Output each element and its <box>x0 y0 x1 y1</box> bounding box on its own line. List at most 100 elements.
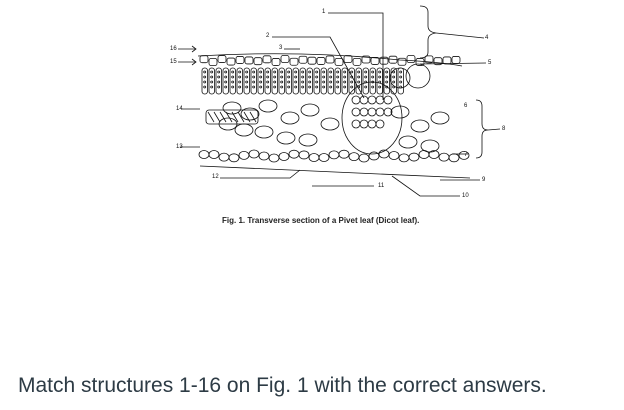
epidermis-cell <box>451 56 461 64</box>
epidermis-cell <box>415 58 425 66</box>
epidermis-cell <box>298 55 308 64</box>
palisade-cell <box>327 67 334 95</box>
lower-cuticle <box>199 165 471 179</box>
xylem-vessel <box>367 95 377 105</box>
xylem-vessel <box>367 119 377 129</box>
epidermis-cell <box>442 56 452 65</box>
palisade-cell <box>229 67 236 95</box>
chloroplast <box>259 75 263 79</box>
epidermis-cell <box>406 55 416 63</box>
chloroplast <box>238 80 242 84</box>
chloroplast <box>343 85 347 89</box>
chloroplast <box>294 85 298 89</box>
chloroplast <box>343 70 347 74</box>
lower-epidermis-cell <box>348 152 360 162</box>
chloroplast <box>273 80 277 84</box>
chloroplast <box>245 75 249 79</box>
label-number: 11 <box>378 183 385 189</box>
epidermis-cell <box>316 57 326 65</box>
lower-epidermis-cell <box>258 151 270 161</box>
palisade-cell <box>257 67 264 95</box>
palisade-cell <box>222 67 229 95</box>
spongy-cell <box>410 119 430 133</box>
hatch-line <box>249 111 257 123</box>
palisade-cell <box>236 67 243 95</box>
palisade-cell <box>278 67 285 95</box>
leader-line <box>328 12 384 100</box>
chloroplast <box>350 70 354 74</box>
label-number: 15 <box>170 59 177 65</box>
leader-line <box>391 175 460 197</box>
epidermis-cell <box>244 56 254 65</box>
chloroplast <box>371 85 375 89</box>
chloroplast <box>357 80 361 84</box>
lower-epidermis-cell <box>358 153 370 163</box>
palisade-cell <box>271 67 278 95</box>
chloroplast <box>301 75 305 79</box>
chloroplast <box>336 75 340 79</box>
chloroplast <box>231 85 235 89</box>
chloroplast <box>294 80 298 84</box>
label-number: 12 <box>212 174 219 180</box>
chloroplast <box>392 75 396 79</box>
label-number: 10 <box>462 193 469 199</box>
lower-epidermis-cell <box>408 152 420 162</box>
spongy-cell <box>298 133 318 147</box>
palisade-cell <box>264 67 271 95</box>
spongy-cell <box>280 111 300 125</box>
epidermis-cell <box>253 57 263 66</box>
chloroplast <box>364 85 368 89</box>
lower-epidermis-cell <box>218 152 230 162</box>
spongy-cell <box>398 135 418 149</box>
chloroplast <box>259 70 263 74</box>
chloroplast <box>245 80 249 84</box>
lower-epidermis-cell <box>328 150 340 160</box>
palisade-cell <box>208 67 215 95</box>
chloroplast <box>364 75 368 79</box>
chloroplast <box>238 70 242 74</box>
palisade-cell <box>306 67 313 95</box>
chloroplast <box>301 80 305 84</box>
label-number: 3 <box>279 45 283 51</box>
spongy-cell <box>390 105 410 119</box>
leader-line <box>419 5 437 59</box>
lower-epidermis-cell <box>388 151 400 160</box>
spongy-cell <box>234 123 254 137</box>
chloroplast <box>385 80 389 84</box>
chloroplast <box>329 70 333 74</box>
chloroplast <box>371 75 375 79</box>
epidermis-cell <box>433 57 443 66</box>
chloroplast <box>273 70 277 74</box>
chloroplast <box>224 85 228 89</box>
xylem-vessel <box>367 107 377 117</box>
chloroplast <box>266 80 270 84</box>
leader-line <box>272 36 365 99</box>
chloroplast <box>399 75 403 79</box>
xylem-vessel <box>383 107 393 117</box>
lower-epidermis-cell <box>268 153 280 163</box>
lower-epidermis-cell <box>228 153 240 163</box>
chloroplast <box>294 75 298 79</box>
epidermis-cell <box>397 57 407 66</box>
chloroplast <box>350 85 354 89</box>
xylem-vessel <box>359 107 369 117</box>
chloroplast <box>266 75 270 79</box>
chloroplast <box>336 70 340 74</box>
chloroplast <box>217 70 221 74</box>
chloroplast <box>343 75 347 79</box>
chloroplast <box>385 70 389 74</box>
epidermis-cell <box>208 58 218 66</box>
chloroplast <box>308 70 312 74</box>
label-number: 7 <box>464 152 468 158</box>
chloroplast <box>280 75 284 79</box>
chloroplast <box>287 85 291 89</box>
arrow-head <box>191 45 197 53</box>
palisade-cell <box>362 67 369 95</box>
xylem-vessel <box>375 107 385 117</box>
spongy-cell <box>276 131 296 145</box>
chloroplast <box>266 85 270 89</box>
xylem-vessel <box>351 119 361 129</box>
palisade-cell <box>320 67 327 95</box>
chloroplast <box>203 70 207 74</box>
chloroplast <box>329 75 333 79</box>
